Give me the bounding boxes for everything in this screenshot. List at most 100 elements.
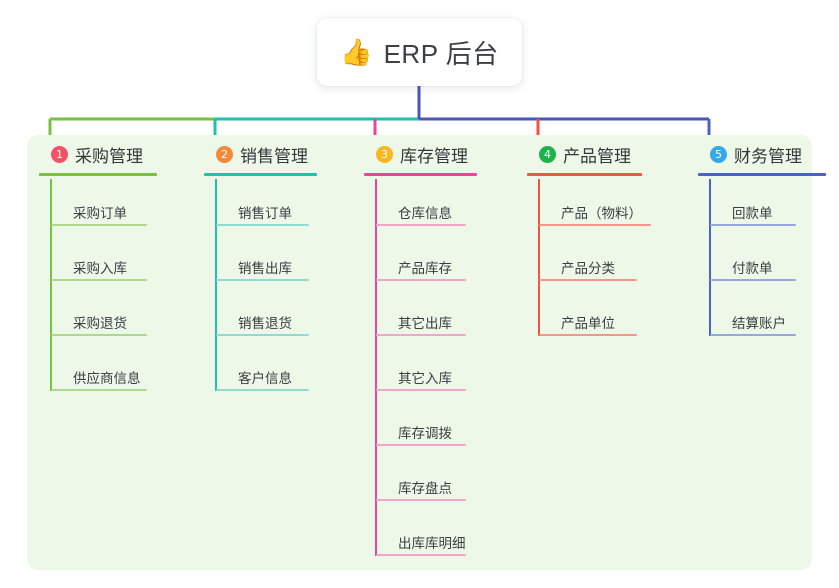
leaf-node-underline — [376, 499, 466, 501]
branch-columns: 1 采购管理采购订单采购入库采购退货供应商信息 2 销售管理销售订单销售出库销售退货客… — [27, 135, 826, 570]
branch-underline-2 — [204, 173, 317, 176]
branch-header-1[interactable]: 1 采购管理 — [39, 135, 157, 173]
leaf-node[interactable]: 仓库信息 — [376, 179, 477, 226]
leaf-node[interactable]: 销售退货 — [216, 289, 317, 336]
leaf-node-label: 库存盘点 — [398, 481, 452, 497]
branch-spine-3 — [375, 179, 377, 556]
leaf-node-underline — [51, 389, 147, 391]
leaf-node-underline — [51, 334, 147, 336]
leaf-node-label: 供应商信息 — [73, 371, 141, 387]
leaf-node[interactable]: 回款单 — [710, 179, 826, 226]
leaf-node-label: 销售出库 — [238, 261, 292, 277]
branch-underline-3 — [364, 173, 477, 176]
leaf-node-underline — [710, 279, 796, 281]
leaf-node-underline — [216, 224, 309, 226]
leaf-node-underline — [376, 554, 466, 556]
leaf-node[interactable]: 其它出库 — [376, 289, 477, 336]
branch-title-4: 产品管理 — [563, 146, 631, 166]
leaf-node[interactable]: 客户信息 — [216, 344, 317, 391]
leaf-node-label: 产品单位 — [561, 316, 615, 332]
leaf-node[interactable]: 产品单位 — [539, 289, 642, 336]
leaf-node[interactable]: 销售出库 — [216, 234, 317, 281]
root-node[interactable]: 👍 ERP 后台 — [317, 18, 522, 86]
branch-spine-4 — [538, 179, 540, 336]
branch-title-5: 财务管理 — [734, 146, 802, 166]
leaf-node-label: 销售退货 — [238, 316, 292, 332]
leaf-node-label: 回款单 — [732, 206, 773, 222]
branch-header-3[interactable]: 3 库存管理 — [364, 135, 477, 173]
branch-underline-4 — [527, 173, 642, 176]
leaf-node-underline — [539, 334, 637, 336]
leaf-node[interactable]: 付款单 — [710, 234, 826, 281]
branch-body-5: 回款单付款单结算账户 — [698, 179, 826, 344]
leaf-node-underline — [376, 224, 466, 226]
leaf-node-label: 其它入库 — [398, 371, 452, 387]
leaf-node-label: 采购入库 — [73, 261, 127, 277]
leaf-node-underline — [51, 224, 147, 226]
branch-badge-2: 2 — [216, 145, 233, 163]
branch-header-5[interactable]: 5 财务管理 — [698, 135, 826, 173]
leaf-node-label: 付款单 — [732, 261, 773, 277]
branch-body-2: 销售订单销售出库销售退货客户信息 — [204, 179, 317, 399]
leaf-node[interactable]: 库存盘点 — [376, 454, 477, 501]
branch-column-2: 2 销售管理销售订单销售出库销售退货客户信息 — [204, 135, 317, 399]
branch-body-1: 采购订单采购入库采购退货供应商信息 — [39, 179, 157, 399]
branch-column-4: 4 产品管理产品（物料） 产品分类产品单位 — [527, 135, 651, 344]
leaf-node-label: 产品（物料） — [561, 206, 642, 222]
leaf-node-underline — [51, 279, 147, 281]
branch-title-1: 采购管理 — [75, 146, 143, 166]
leaf-node-label: 客户信息 — [238, 371, 292, 387]
leaf-node[interactable]: 库存调拨 — [376, 399, 477, 446]
leaf-node[interactable]: 采购订单 — [51, 179, 157, 226]
branch-column-5: 5 财务管理回款单付款单结算账户 — [698, 135, 826, 344]
leaf-node[interactable]: 供应商信息 — [51, 344, 157, 391]
leaf-node-underline — [376, 444, 466, 446]
leaf-node-underline — [710, 224, 796, 226]
leaf-node[interactable]: 产品（物料） — [539, 179, 651, 226]
branch-header-4[interactable]: 4 产品管理 — [527, 135, 642, 173]
leaf-node-underline — [539, 279, 637, 281]
leaf-node-label: 产品分类 — [561, 261, 615, 277]
leaf-node-label: 产品库存 — [398, 261, 452, 277]
leaf-node-underline — [216, 279, 309, 281]
branch-header-2[interactable]: 2 销售管理 — [204, 135, 317, 173]
branch-body-4: 产品（物料） 产品分类产品单位 — [527, 179, 651, 344]
leaf-node-label: 采购退货 — [73, 316, 127, 332]
branch-badge-5: 5 — [710, 145, 727, 163]
leaf-node-label: 销售订单 — [238, 206, 292, 222]
branch-underline-1 — [39, 173, 157, 176]
leaf-node-underline — [216, 389, 309, 391]
branch-spine-2 — [215, 179, 217, 391]
leaf-node-underline — [710, 334, 796, 336]
leaf-node[interactable]: 采购退货 — [51, 289, 157, 336]
branch-column-3: 3 库存管理仓库信息产品库存其它出库其它入库库存调拨库存盘点出库库明细 — [364, 135, 477, 564]
branch-underline-5 — [698, 173, 826, 176]
branch-column-1: 1 采购管理采购订单采购入库采购退货供应商信息 — [39, 135, 157, 399]
leaf-node[interactable]: 采购入库 — [51, 234, 157, 281]
leaf-node[interactable]: 其它入库 — [376, 344, 477, 391]
leaf-node[interactable]: 销售订单 — [216, 179, 317, 226]
branch-title-2: 销售管理 — [240, 146, 308, 166]
branch-badge-3: 3 — [376, 145, 393, 163]
root-node-label: ERP 后台 — [383, 38, 499, 69]
leaf-node[interactable]: 产品分类 — [539, 234, 642, 281]
branch-spine-1 — [50, 179, 52, 391]
leaf-node-underline — [376, 334, 466, 336]
leaf-node-underline — [376, 279, 466, 281]
branch-badge-1: 1 — [51, 145, 68, 163]
branch-spine-5 — [709, 179, 711, 336]
leaf-node-underline — [376, 389, 466, 391]
leaf-node-label: 结算账户 — [732, 316, 786, 332]
leaf-node[interactable]: 产品库存 — [376, 234, 477, 281]
leaf-node-label: 仓库信息 — [398, 206, 452, 222]
leaf-node-underline — [539, 224, 651, 226]
branch-badge-4: 4 — [539, 145, 556, 163]
leaf-node[interactable]: 结算账户 — [710, 289, 826, 336]
leaf-node-label: 出库库明细 — [398, 536, 466, 552]
branch-title-3: 库存管理 — [400, 146, 468, 166]
thumbs-up-icon: 👍 — [340, 37, 373, 67]
leaf-node[interactable]: 出库库明细 — [376, 509, 477, 556]
branch-panel — [27, 135, 812, 570]
branch-body-3: 仓库信息产品库存其它出库其它入库库存调拨库存盘点出库库明细 — [364, 179, 477, 564]
